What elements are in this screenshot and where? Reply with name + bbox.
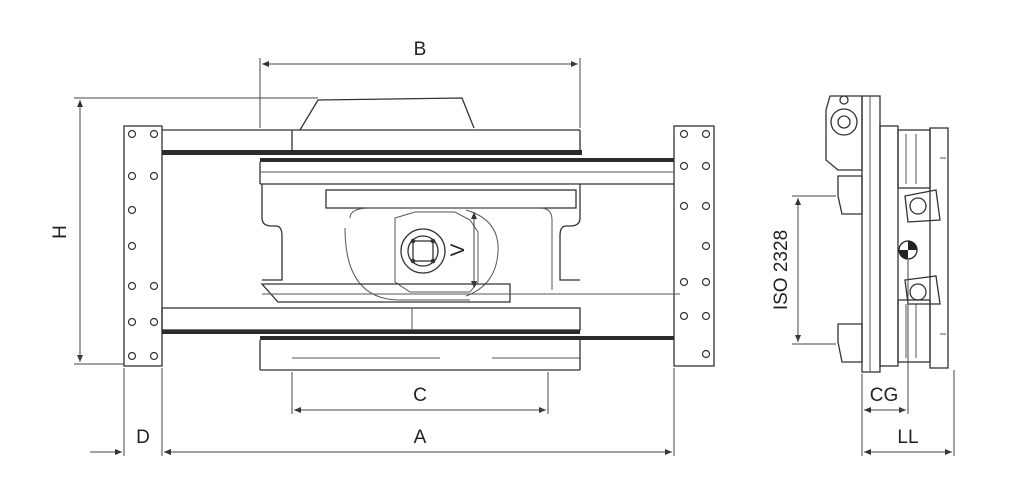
- center-of-gravity-icon: [898, 240, 918, 260]
- upper-cylinder: [897, 129, 931, 189]
- bottom-beam: [260, 336, 674, 340]
- left-frame-bracket: [261, 184, 283, 281]
- lower-cylinder: [897, 299, 931, 363]
- side-view: [825, 95, 949, 373]
- top-beam: [162, 150, 582, 155]
- lower-fork-arm: [161, 307, 581, 331]
- bottom-hook: [837, 323, 863, 363]
- dimension-lines: [74, 58, 675, 456]
- label-a: A: [414, 427, 427, 448]
- side-dimension-lines: [792, 195, 955, 456]
- front-view: [123, 97, 715, 371]
- top-housing: [299, 97, 475, 131]
- label-iso-2328: ISO 2328: [771, 230, 792, 310]
- upper-fork-arm: [260, 158, 674, 162]
- right-plate-holes: [679, 129, 711, 359]
- rotator-hub: [400, 228, 446, 274]
- label-b: B: [414, 39, 427, 60]
- lower-slider: [260, 283, 511, 303]
- top-hook: [825, 95, 863, 171]
- label-cg: CG: [870, 385, 899, 406]
- right-carriage-plate: [673, 125, 715, 367]
- upper-slider: [325, 189, 577, 209]
- label-v: V: [448, 243, 469, 256]
- label-c: C: [413, 385, 427, 406]
- label-h: H: [50, 225, 71, 239]
- label-ll: LL: [897, 427, 918, 448]
- left-plate-holes: [127, 129, 159, 361]
- rotator-housing: [394, 211, 479, 293]
- side-main-plate: [861, 95, 881, 373]
- right-frame-bracket: [559, 184, 581, 281]
- label-d: D: [136, 427, 150, 448]
- left-carriage-plate: [123, 125, 163, 367]
